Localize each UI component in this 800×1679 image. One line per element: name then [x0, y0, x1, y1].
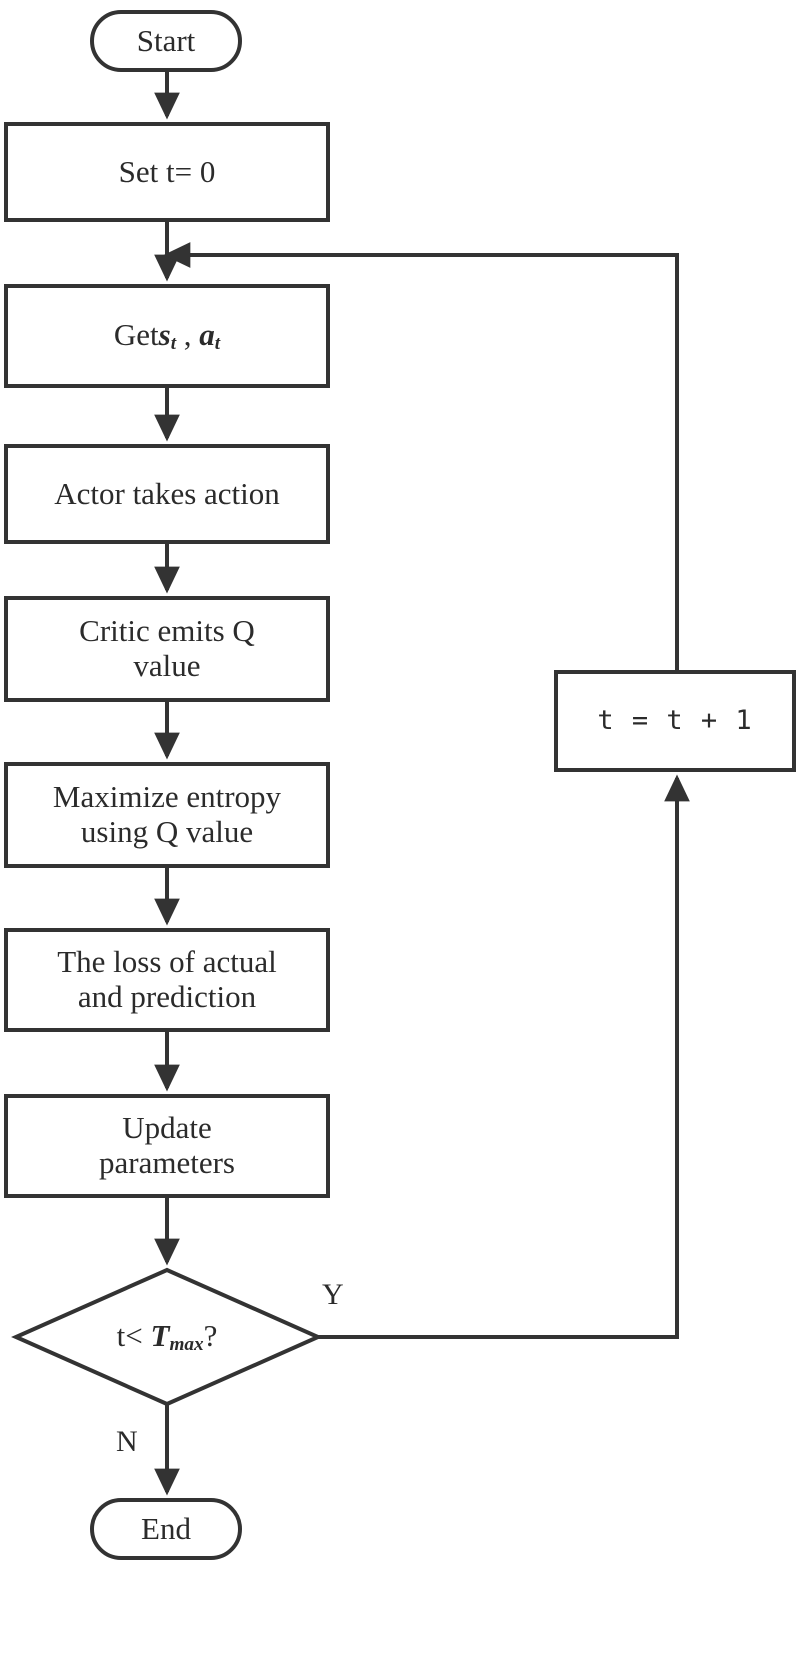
branch-label-yes: Y [322, 1278, 344, 1311]
node-set-t-shape[interactable] [4, 122, 330, 222]
node-update-shape[interactable] [4, 1094, 330, 1198]
node-critic-shape[interactable] [4, 596, 330, 702]
node-end-shape[interactable] [90, 1498, 242, 1560]
edge-increment-to-get-sa [163, 242, 679, 672]
node-actor-shape[interactable] [4, 444, 330, 544]
node-entropy-shape[interactable] [4, 762, 330, 868]
node-decision-shape[interactable] [11, 1267, 323, 1407]
branch-label-no: N [116, 1425, 138, 1458]
edge-decision-yes-to-increment [318, 774, 690, 1339]
node-get-sa-shape[interactable] [4, 284, 330, 388]
node-increment-shape[interactable] [554, 670, 796, 772]
node-loss-shape[interactable] [4, 928, 330, 1032]
node-start-shape[interactable] [90, 10, 242, 72]
